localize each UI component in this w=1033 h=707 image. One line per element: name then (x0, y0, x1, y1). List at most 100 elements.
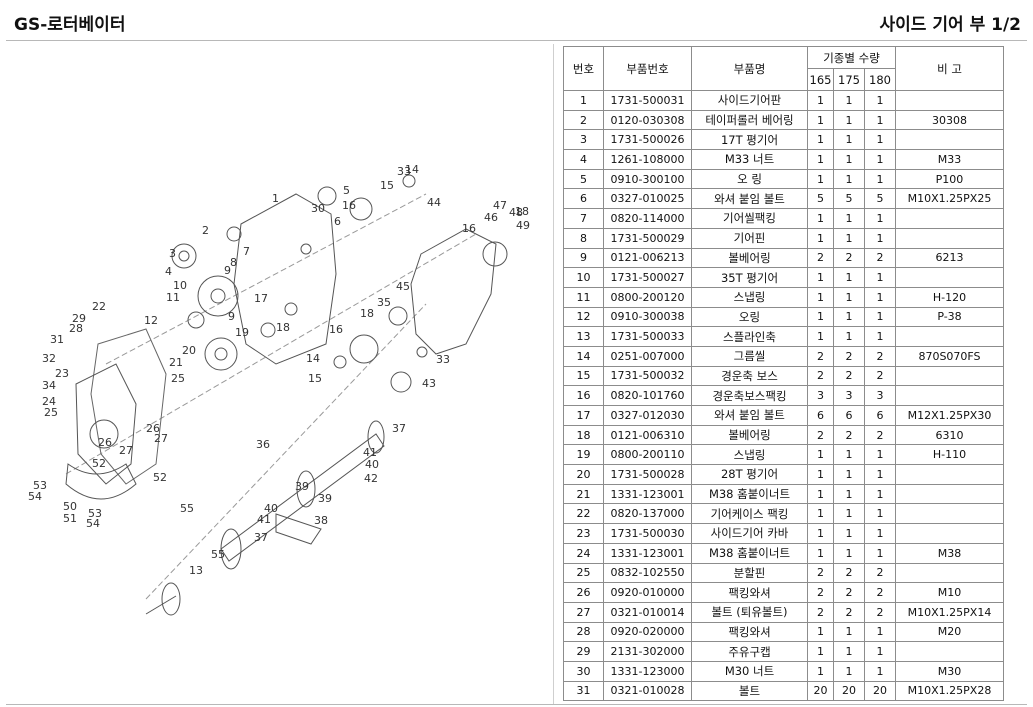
cell-no: 25 (563, 562, 604, 584)
part-callout-number: 48 (509, 206, 523, 219)
cell-part-number: 1731-500030 (603, 523, 692, 544)
part-callout-number: 45 (396, 280, 410, 293)
part-callout-number: 19 (235, 326, 249, 339)
part-callout-number: 32 (42, 352, 56, 365)
shaft-flange-part (220, 528, 242, 570)
cell-part-number: 0121-006213 (603, 247, 692, 269)
cell-qty-175: 5 (833, 188, 865, 210)
cell-part-name: 볼트 (691, 680, 808, 702)
gear-28t-part (204, 337, 238, 371)
cell-part-number: 1331-123001 (603, 542, 692, 564)
cell-qty-180: 1 (864, 227, 896, 249)
cell-no: 19 (563, 444, 604, 466)
cell-part-number: 1331-123001 (603, 483, 692, 505)
cell-part-number: 0820-101760 (603, 385, 692, 406)
cell-part-number: 1731-500033 (603, 326, 692, 347)
part-callout-number: 18 (276, 321, 290, 334)
bracket-part (275, 513, 322, 545)
cell-part-number: 0920-010000 (603, 582, 692, 603)
cell-part-number: 0820-137000 (603, 503, 692, 525)
part-callout-number: 40 (264, 502, 278, 515)
tilling-shaft-boss-part (482, 241, 508, 267)
part-callout-number: 27 (119, 444, 133, 457)
cell-qty-175: 1 (833, 149, 865, 170)
cell-part-name: 35T 평기어 (691, 267, 808, 288)
cell-qty-165: 1 (807, 286, 834, 308)
tilling-shaft-boss-part (349, 334, 379, 364)
cell-no: 30 (563, 660, 604, 682)
cell-remark: 6213 (895, 247, 1004, 269)
cell-part-name: M30 너트 (691, 660, 808, 682)
cell-qty-175: 2 (833, 247, 865, 269)
cell-part-name: 스플라인축 (691, 326, 808, 347)
part-callout-number: 14 (306, 352, 320, 365)
cell-part-number: 0327-010025 (603, 188, 692, 210)
cell-no: 9 (563, 247, 604, 269)
cell-qty-180: 1 (864, 444, 896, 466)
cell-qty-175: 6 (833, 405, 865, 426)
col-header-remark: 비 고 (895, 46, 1004, 91)
part-callout-number: 53 (88, 507, 102, 520)
cell-qty-180: 1 (864, 660, 896, 682)
cell-part-name: M38 홈붙이너트 (691, 483, 808, 505)
part-callout-number: 53 (33, 479, 47, 492)
cell-qty-180: 2 (864, 601, 896, 623)
cell-part-name: 와셔 붙임 볼트 (691, 188, 808, 210)
part-callout-number: 49 (516, 219, 530, 232)
cell-qty-165: 1 (807, 306, 834, 328)
cell-remark (895, 326, 1004, 347)
cell-no: 26 (563, 582, 604, 603)
part-callout-number: 13 (189, 564, 203, 577)
cell-qty-165: 2 (807, 424, 834, 446)
cell-part-number: 0251-007000 (603, 345, 692, 367)
cell-qty-165: 2 (807, 247, 834, 269)
cell-qty-175: 1 (833, 109, 865, 131)
part-callout-number: 46 (484, 211, 498, 224)
cell-no: 2 (563, 109, 604, 131)
part-callout-number: 29 (72, 312, 86, 325)
shaft-flange-part (390, 371, 412, 393)
cell-part-name: 경운축 보스 (691, 365, 808, 387)
cell-qty-175: 1 (833, 641, 865, 662)
brand-title: GS-로터베이터 (14, 15, 126, 35)
cell-remark (895, 483, 1004, 505)
header-divider (6, 40, 1027, 41)
cell-qty-165: 20 (807, 680, 834, 702)
col-header-model-165: 165 (807, 68, 834, 91)
boss-bearing-part (349, 197, 373, 221)
cell-part-number: 1731-500032 (603, 365, 692, 387)
part-callout-number: 16 (342, 199, 356, 212)
cell-no: 31 (563, 680, 604, 702)
cell-part-number: 0910-300100 (603, 168, 692, 190)
cell-part-number: 0910-300038 (603, 306, 692, 328)
cell-no: 22 (563, 503, 604, 525)
part-callout-number: 15 (380, 179, 394, 192)
cell-qty-180: 1 (864, 641, 896, 662)
part-callout-number: 11 (166, 291, 180, 304)
cell-part-name: 28T 평기어 (691, 464, 808, 485)
cell-qty-180: 1 (864, 267, 896, 288)
part-callout-number: 51 (63, 512, 77, 525)
cell-part-name: 사이드기어 카바 (691, 523, 808, 544)
cell-qty-180: 2 (864, 582, 896, 603)
cell-qty-165: 1 (807, 90, 834, 111)
part-callout-number: 18 (360, 307, 374, 320)
cell-qty-175: 1 (833, 660, 865, 682)
part-callout-number: 31 (50, 333, 64, 346)
part-callout-number: 23 (55, 367, 69, 380)
cell-remark (895, 385, 1004, 406)
col-header-model-180: 180 (864, 68, 896, 91)
cell-qty-180: 1 (864, 109, 896, 131)
cell-qty-175: 1 (833, 464, 865, 485)
col-header-model-175: 175 (833, 68, 865, 91)
cell-qty-165: 2 (807, 345, 834, 367)
